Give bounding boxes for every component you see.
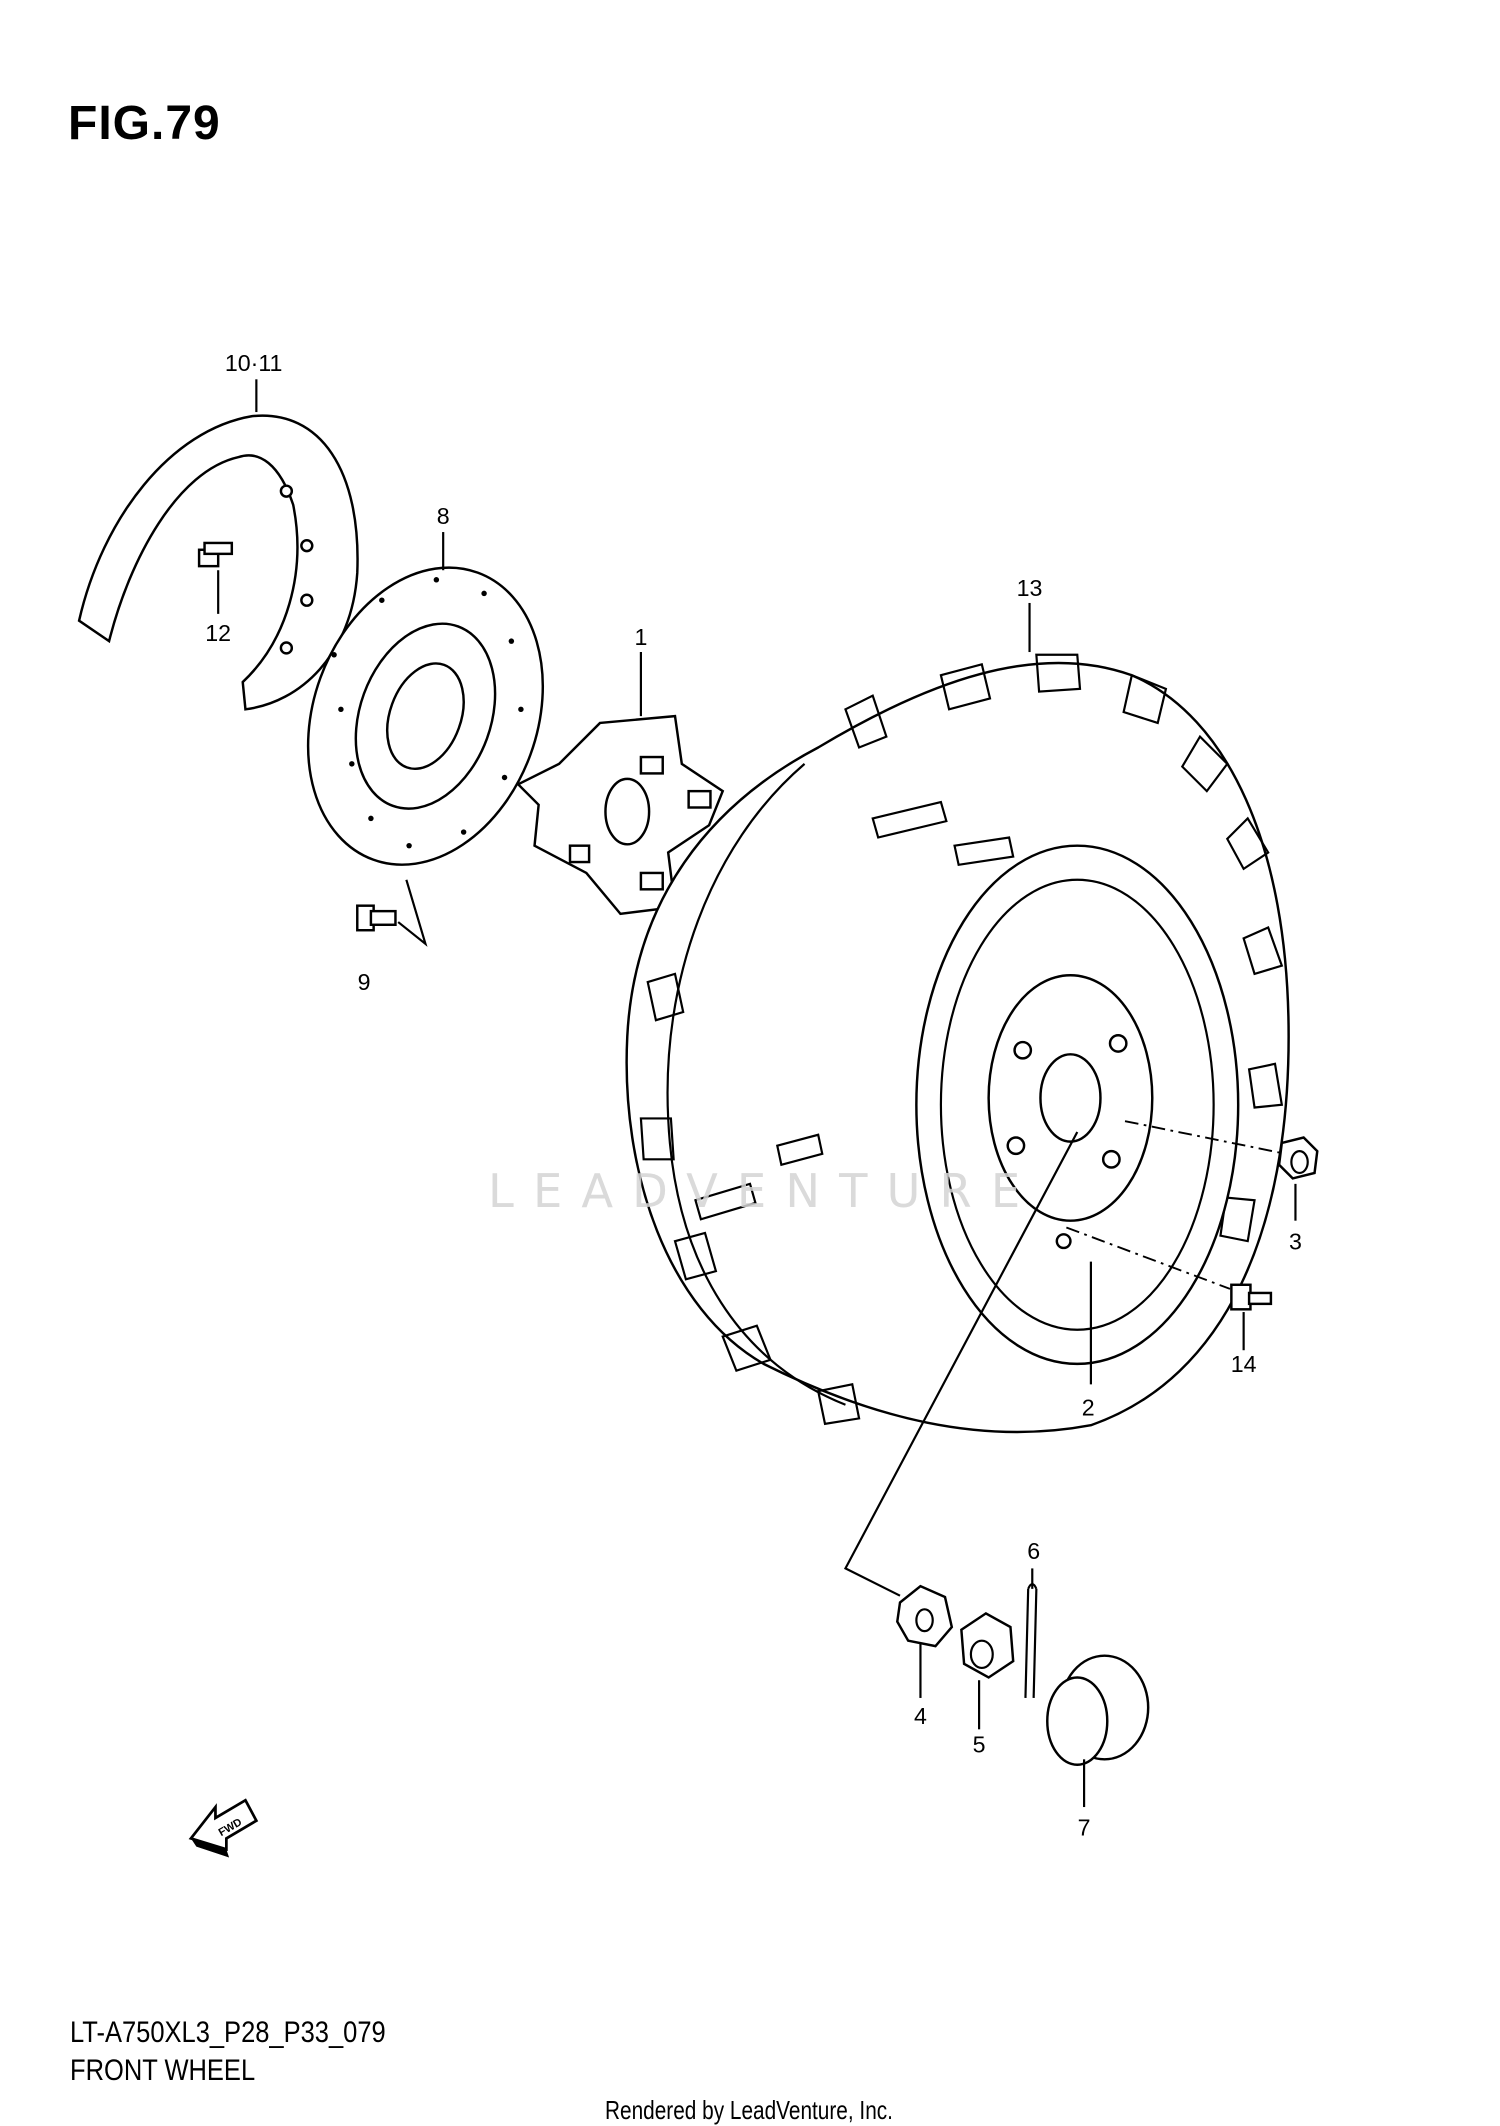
castle-nut[interactable] [960, 1611, 1015, 1679]
cover-bolt[interactable] [197, 541, 234, 568]
callout-9: 9 [358, 969, 371, 995]
callout-10-11: 10·11 [225, 350, 283, 376]
callout-4: 4 [914, 1703, 927, 1729]
callout-8: 8 [437, 503, 450, 529]
callout-1: 1 [634, 624, 647, 650]
callout-7: 7 [1078, 1815, 1091, 1841]
disc-bolt[interactable] [356, 904, 397, 932]
brake-disc[interactable] [268, 534, 583, 898]
callout-12: 12 [205, 620, 231, 646]
callout-6: 6 [1027, 1538, 1040, 1564]
wheel-nut[interactable] [1277, 1136, 1319, 1180]
washer[interactable] [895, 1584, 954, 1648]
callout-3: 3 [1289, 1228, 1302, 1254]
watermark: LEADVENTURE [488, 1164, 1039, 1218]
figure-title: FIG.79 [68, 97, 221, 150]
fwd-arrow-icon: FWD [188, 1798, 259, 1858]
callout-2: 2 [1082, 1395, 1095, 1421]
callout-14: 14 [1231, 1351, 1257, 1377]
model-code: LT-A750XL3_P28_P33_079 [70, 2016, 386, 2049]
valve-stem[interactable] [1230, 1283, 1273, 1311]
cotter-pin[interactable] [1024, 1583, 1038, 1698]
wheel-hub[interactable] [516, 714, 725, 916]
credit-text: Rendered by LeadVenture, Inc. [605, 2095, 893, 2125]
hub-cap[interactable] [1046, 1654, 1150, 1766]
callout-5: 5 [973, 1732, 986, 1758]
wheel-rim[interactable] [915, 844, 1240, 1366]
disc-cover[interactable] [77, 414, 359, 711]
figure-name: FRONT WHEEL [70, 2054, 256, 2087]
callout-13: 13 [1017, 575, 1043, 601]
